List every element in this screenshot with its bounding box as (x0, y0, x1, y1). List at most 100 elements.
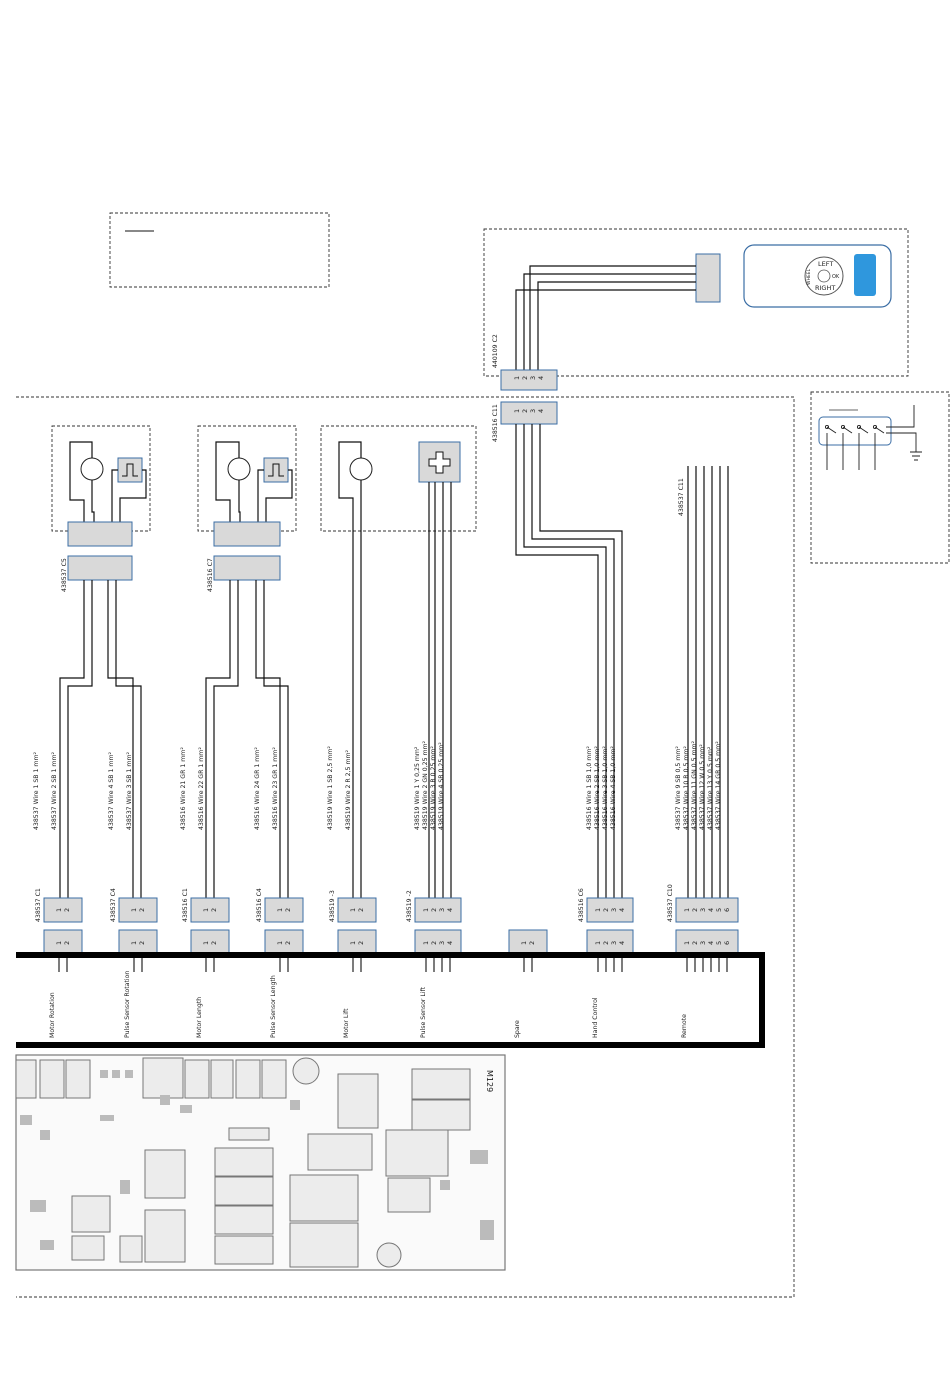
port-remote-harness-connector (675, 897, 739, 923)
port-hand-control-wire-label: 438516 Wire 4 SB 1,0 mm² (610, 746, 617, 830)
port-spare-board-pin: 1 (520, 941, 528, 945)
port-remote-connector-label: 438537 C10 (667, 884, 674, 922)
port-pulse-sensor-length-harness-pin: 2 (284, 908, 292, 912)
port-remote-board-connector (675, 929, 739, 955)
c2-label: 440109 C2 (492, 334, 499, 368)
port-remote-board-pin: 2 (691, 941, 699, 945)
port-pulse-sensor-lift-harness-pin: 1 (422, 908, 430, 912)
hand-right-label: RIGHT (815, 284, 835, 292)
port-pulse-sensor-length-wire-label: 438516 Wire 23 GR 1 mm² (272, 747, 279, 830)
port-pulse-sensor-rotation-board-pin: 2 (138, 941, 146, 945)
port-motor-length-harness-pin: 1 (202, 908, 210, 912)
port-pulse-sensor-lift-wire-label: 438519 Wire 2 GN 0,25 mm² (422, 740, 429, 830)
port-pulse-sensor-lift-wire-label: 438519 Wire 3 R 0,25 mm² (430, 746, 437, 830)
port-hand-control-harness-pin: 3 (610, 908, 618, 912)
port-pulse-sensor-lift-harness-pin: 3 (438, 908, 446, 912)
connector-c2: 440109 C2 (492, 334, 558, 391)
port-motor-lift-harness-pin: 1 (349, 908, 357, 912)
c11-pin: 2 (521, 409, 529, 413)
port-motor-rotation-connector-label: 438537 C1 (35, 888, 42, 922)
port-motor-rotation-harness-pin: 1 (55, 908, 63, 912)
port-motor-rotation-wire-label: 438537 Wire 1 SB 1 mm² (33, 752, 40, 830)
length-motor-box: 438516 C7 (197, 425, 297, 900)
board-label: M129 (485, 1070, 494, 1092)
port-hand-control-wire-label: 438516 Wire 1 SB 1,0 mm² (586, 746, 593, 830)
port-pulse-sensor-rotation-wire-label: 438537 Wire 3 SB 1 mm² (126, 752, 133, 830)
port-pulse-sensor-length-label: Pulse Sensor Length (270, 975, 277, 1038)
port-motor-length-board-pin: 1 (202, 941, 210, 945)
switch-box (810, 391, 950, 564)
port-pulse-sensor-lift-board-pin: 3 (438, 941, 446, 945)
port-motor-length-harness-pin: 2 (210, 908, 218, 912)
port-remote-board-pin: 1 (683, 941, 691, 945)
port-hand-control-wire-label: 438516 Wire 3 SB 1,0 mm² (602, 746, 609, 830)
port-remote-board-pin: 3 (699, 941, 707, 945)
port-motor-length-harness-connector (190, 897, 230, 923)
port-remote-board-pin: 4 (707, 941, 715, 945)
port-pulse-sensor-lift-harness-pin: 4 (446, 908, 454, 912)
port-remote-wire-label: 438537 Wire 12 W 0,5 mm² (699, 744, 706, 830)
port-hand-control-harness-pin: 4 (618, 908, 626, 912)
lift-box (320, 425, 477, 900)
port-pulse-sensor-lift-connector-label: 438519 -2 (406, 890, 413, 922)
c7-label: 438516 C7 (207, 558, 214, 592)
port-motor-lift-wire-label: 438519 Wire 1 SB 2,5 mm² (327, 746, 334, 830)
port-hand-control-harness-connector (586, 897, 634, 923)
pulse-length-symbol (263, 457, 289, 483)
remote-c11-label: 438537 C11 (678, 478, 685, 516)
port-motor-rotation-harness-pin: 2 (63, 908, 71, 912)
port-pulse-sensor-rotation-label: Pulse Sensor Rotation (124, 971, 131, 1038)
motor-length-symbol (227, 457, 251, 481)
port-remote-label: Remote (681, 1014, 688, 1038)
port-motor-lift-wire-label: 438519 Wire 2 R 2,5 mm² (345, 749, 352, 830)
port-remote-wire-label: 438537 Wire 11 GN 0,5 mm² (691, 740, 698, 830)
port-pulse-sensor-length-harness-connector (264, 897, 304, 923)
port-hand-control-board-pin: 3 (610, 941, 618, 945)
port-pulse-sensor-rotation-connector-label: 438537 C4 (110, 888, 117, 922)
port-hand-control-label: Hand Control (592, 997, 599, 1038)
port-motor-length-label: Motor Length (196, 997, 203, 1038)
port-hand-control-board-pin: 1 (594, 941, 602, 945)
port-pulse-sensor-rotation-board-pin: 1 (130, 941, 138, 945)
port-hand-control-connector-label: 438516 C6 (578, 888, 585, 922)
port-motor-length-wire-label: 438516 Wire 22 GR 1 mm² (198, 747, 205, 830)
pcb-board: M129 (15, 1054, 506, 1271)
port-remote-harness-pin: 3 (699, 908, 707, 912)
connector-c11: 438516 C11 (492, 401, 558, 442)
port-pulse-sensor-lift-harness-connector (414, 897, 462, 923)
port-spare-board-connector (508, 929, 548, 955)
port-remote-harness-pin: 5 (715, 908, 723, 912)
c5-label: 438537 C5 (61, 558, 68, 592)
c2-pin: 2 (521, 376, 529, 380)
port-pulse-sensor-rotation-harness-connector (118, 897, 158, 923)
hand-control-box: LEFT RIGHT OK WHEEL (483, 228, 909, 377)
port-motor-lift-board-pin: 2 (357, 941, 365, 945)
port-motor-rotation-board-pin: 1 (55, 941, 63, 945)
port-motor-rotation-label: Motor Rotation (49, 992, 56, 1038)
hand-center-label: OK (832, 274, 840, 280)
port-motor-rotation-harness-connector (43, 897, 83, 923)
pulse-rotation-symbol (117, 457, 143, 483)
c11-pin: 4 (537, 409, 545, 413)
port-pulse-sensor-lift-wire-label: 438519 Wire 1 Y 0,25 mm² (414, 746, 421, 830)
hand-control-plug (695, 253, 721, 303)
port-pulse-sensor-length-harness-pin: 1 (276, 908, 284, 912)
port-pulse-sensor-rotation-wire-label: 438537 Wire 4 SB 1 mm² (108, 752, 115, 830)
port-hand-control-wire-label: 438516 Wire 2 SB 1,0 mm² (594, 746, 601, 830)
rotation-motor-box: 438537 C5 (51, 425, 151, 900)
port-remote-wire-label: 438537 Wire 13 Y 0,5 mm² (707, 746, 714, 830)
port-remote-board-pin: 6 (723, 941, 731, 945)
port-hand-control-board-pin: 4 (618, 941, 626, 945)
c2-pin: 3 (529, 376, 537, 380)
hand-control-wheel (804, 256, 844, 296)
port-remote-board-pin: 5 (715, 941, 723, 945)
main-enclosure (16, 396, 795, 1298)
legend-box (109, 212, 330, 288)
terminal-frame (16, 952, 765, 1048)
port-motor-rotation-board-connector (43, 929, 83, 955)
port-hand-control-harness-pin: 1 (594, 908, 602, 912)
port-spare-board-pin: 2 (528, 941, 536, 945)
port-pulse-sensor-rotation-harness-pin: 1 (130, 908, 138, 912)
c11-label: 438516 C11 (492, 404, 499, 442)
